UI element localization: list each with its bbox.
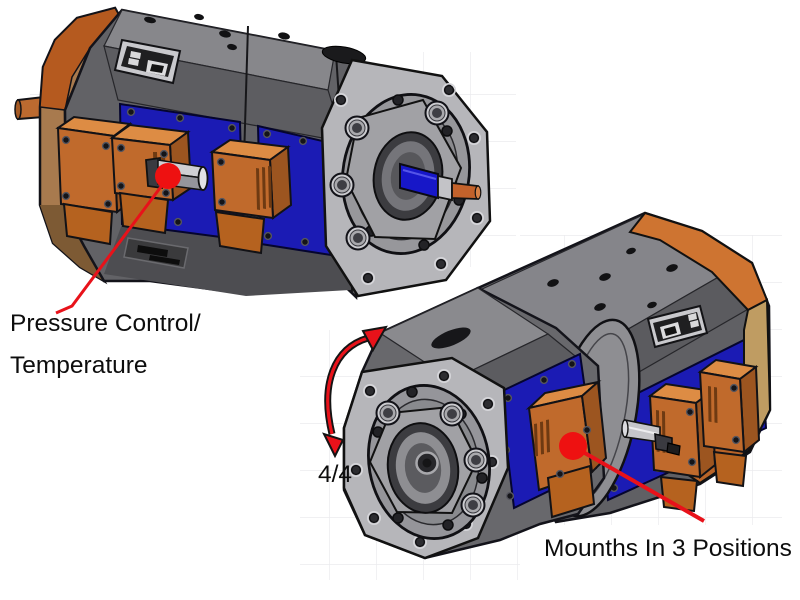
pressure-annotation-line1: Pressure Control/ [10,310,201,337]
solenoid-block-3 [209,138,293,255]
rotation-label: 4/4 [318,461,352,488]
control-lever [621,419,681,456]
front-faceplate [342,356,510,560]
drive-shaft [399,162,482,202]
pressure-annotation-line2: Temperature [10,352,148,379]
solenoid-block-5 [697,358,761,488]
pump-assembly-bottom-view [342,211,772,560]
pump-assembly-top-view [14,6,492,300]
rear-terminal-nameplate [646,304,709,349]
mounts-leader-line [575,446,705,523]
terminal-nameplate [113,38,182,85]
rear-shaft-rod [14,95,45,121]
rotation-arrow-icon [322,325,388,459]
annotations: Pressure Control/ Temperature 4/4 Mounth… [10,163,792,562]
mounts-target-dot [559,432,587,460]
pressure-leader-line [55,179,168,315]
pressure-target-dot [155,163,181,189]
lower-connector-plate [123,237,189,269]
mounts-annotation: Mounths In 3 Positions [544,535,792,562]
